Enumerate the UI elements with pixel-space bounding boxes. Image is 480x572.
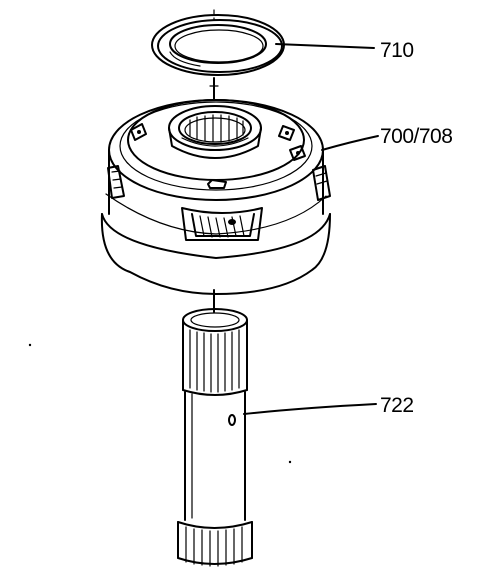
leader-line-710	[275, 43, 375, 49]
input-shaft-722	[177, 308, 253, 567]
callout-700-708: 700/708	[380, 125, 452, 148]
planetary-carrier-700-708	[100, 99, 331, 295]
stray-dot	[288, 460, 292, 464]
leader-lines	[243, 43, 379, 415]
leader-line-700-708	[321, 135, 379, 151]
assembly-centerline	[209, 9, 219, 313]
leader-line-722	[243, 403, 377, 415]
stray-dot	[28, 343, 32, 347]
callout-722: 722	[380, 394, 414, 417]
thrust-washer-710	[151, 14, 285, 76]
callout-710: 710	[380, 39, 414, 62]
